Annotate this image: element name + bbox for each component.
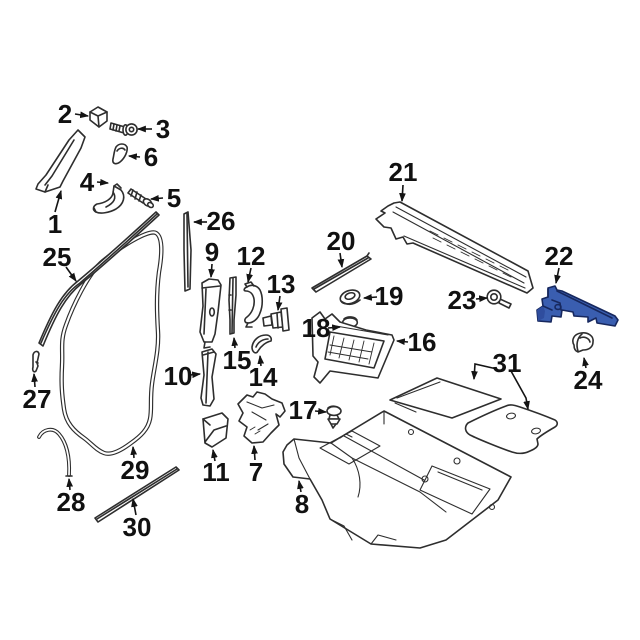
callout-18-label: 18 <box>302 313 331 343</box>
callout-21-arrow <box>399 184 406 203</box>
callout-14-label: 14 <box>249 362 278 392</box>
part-24-cap <box>572 332 594 353</box>
part-21-sill-scuff-plate <box>375 201 534 294</box>
callout-20-label: 20 <box>327 226 356 256</box>
part-2-clip <box>89 106 108 128</box>
callout-28-label: 28 <box>57 487 86 517</box>
callout-9-arrow <box>208 263 215 279</box>
callout-26-label: 26 <box>207 206 236 236</box>
callout-18-arrow <box>327 324 342 332</box>
callout-10-label: 10 <box>164 361 193 391</box>
callout-31-arrow <box>471 363 498 381</box>
part-10-pillar-trim-lower <box>200 348 217 407</box>
callout-20-arrow <box>337 252 345 269</box>
callout-12-label: 12 <box>237 241 266 271</box>
callout-3-label: 3 <box>156 114 170 144</box>
callout-29-label: 29 <box>121 455 150 485</box>
part-11-kick-panel <box>202 412 229 448</box>
part-3-screw <box>109 122 138 137</box>
callout-25-label: 25 <box>43 242 72 272</box>
part-17-trim-clip <box>326 405 342 429</box>
callout-23-arrow <box>475 295 489 303</box>
callout-11-arrow <box>211 448 218 462</box>
part-5-push-pin <box>127 188 155 209</box>
callout-31-label: 31 <box>493 348 522 378</box>
callout-7-label: 7 <box>249 457 263 487</box>
callout-9-label: 9 <box>205 237 219 267</box>
callout-15-label: 15 <box>223 345 252 375</box>
part-7-cowl-side-trim <box>237 391 286 444</box>
callout-17-label: 17 <box>289 395 318 425</box>
artwork-layer <box>31 106 619 549</box>
part-20-sill-strip <box>311 252 372 293</box>
part-25-drip-rail-strip <box>38 211 160 347</box>
callout-17-arrow <box>314 407 328 415</box>
callout-27-arrow <box>31 372 38 388</box>
callout-22-arrow <box>554 267 561 285</box>
part-30-sill-strip <box>94 466 180 523</box>
callout-1-label: 1 <box>48 209 62 239</box>
part-26-pillar-molding <box>183 211 192 292</box>
part-29-door-seal <box>59 230 164 456</box>
part-4-grab-handle <box>92 183 125 214</box>
callout-13-arrow <box>275 295 283 312</box>
callout-27-label: 27 <box>23 384 52 414</box>
callout-8-label: 8 <box>295 489 309 519</box>
callout-8-arrow <box>297 479 304 493</box>
callout-28-arrow <box>66 477 74 491</box>
callout-12-arrow <box>246 267 253 284</box>
callout-5-arrow <box>149 194 164 202</box>
callout-2-label: 2 <box>58 99 72 129</box>
callout-19-label: 19 <box>375 281 404 311</box>
part-22-highlighted-bracket <box>536 285 619 327</box>
part-8-floor-carpet <box>282 410 512 549</box>
part-6-bracket <box>112 143 128 165</box>
callout-2-arrow <box>74 111 90 119</box>
callout-13-label: 13 <box>267 269 296 299</box>
callout-15-arrow <box>231 336 239 349</box>
callout-16-label: 16 <box>408 327 437 357</box>
callout-4-arrow <box>96 178 110 186</box>
callout-21-label: 21 <box>389 157 418 187</box>
part-1-a-pillar-trim <box>35 129 86 193</box>
part-27-seal-strip <box>31 350 40 373</box>
callout-7-arrow <box>251 444 258 461</box>
callout-29-arrow <box>130 445 138 459</box>
callout-6-label: 6 <box>144 142 158 172</box>
callout-5-label: 5 <box>167 183 181 213</box>
callout-24-label: 24 <box>574 365 603 395</box>
part-28-corner-seal <box>37 427 73 477</box>
part-13-fastener <box>262 307 290 332</box>
callout-23-label: 23 <box>448 285 477 315</box>
part-14-bracket <box>251 334 273 354</box>
callout-24-arrow <box>582 356 589 369</box>
callout-10-arrow <box>189 371 202 379</box>
part-31-floor-mats <box>389 377 559 455</box>
part-9-pillar-trim-upper <box>199 278 222 349</box>
part-23-pin <box>486 289 512 309</box>
part-15-pillar-strip <box>228 276 237 335</box>
callout-22-label: 22 <box>545 241 574 271</box>
callout-30-label: 30 <box>123 512 152 542</box>
callout-30-arrow <box>131 497 138 516</box>
callout-25-arrow <box>65 266 77 282</box>
callout-19-arrow <box>362 294 378 301</box>
callout-1-arrow <box>54 189 63 213</box>
callout-6-arrow <box>127 153 141 161</box>
callout-11-label: 11 <box>202 457 230 487</box>
part-12-assist-handle <box>243 281 264 328</box>
callout-14-arrow <box>257 354 265 367</box>
callout-4-label: 4 <box>80 167 95 197</box>
part-19-grommet <box>339 289 361 306</box>
callout-31-arrow-2 <box>510 370 530 411</box>
callout-16-arrow <box>395 338 409 346</box>
